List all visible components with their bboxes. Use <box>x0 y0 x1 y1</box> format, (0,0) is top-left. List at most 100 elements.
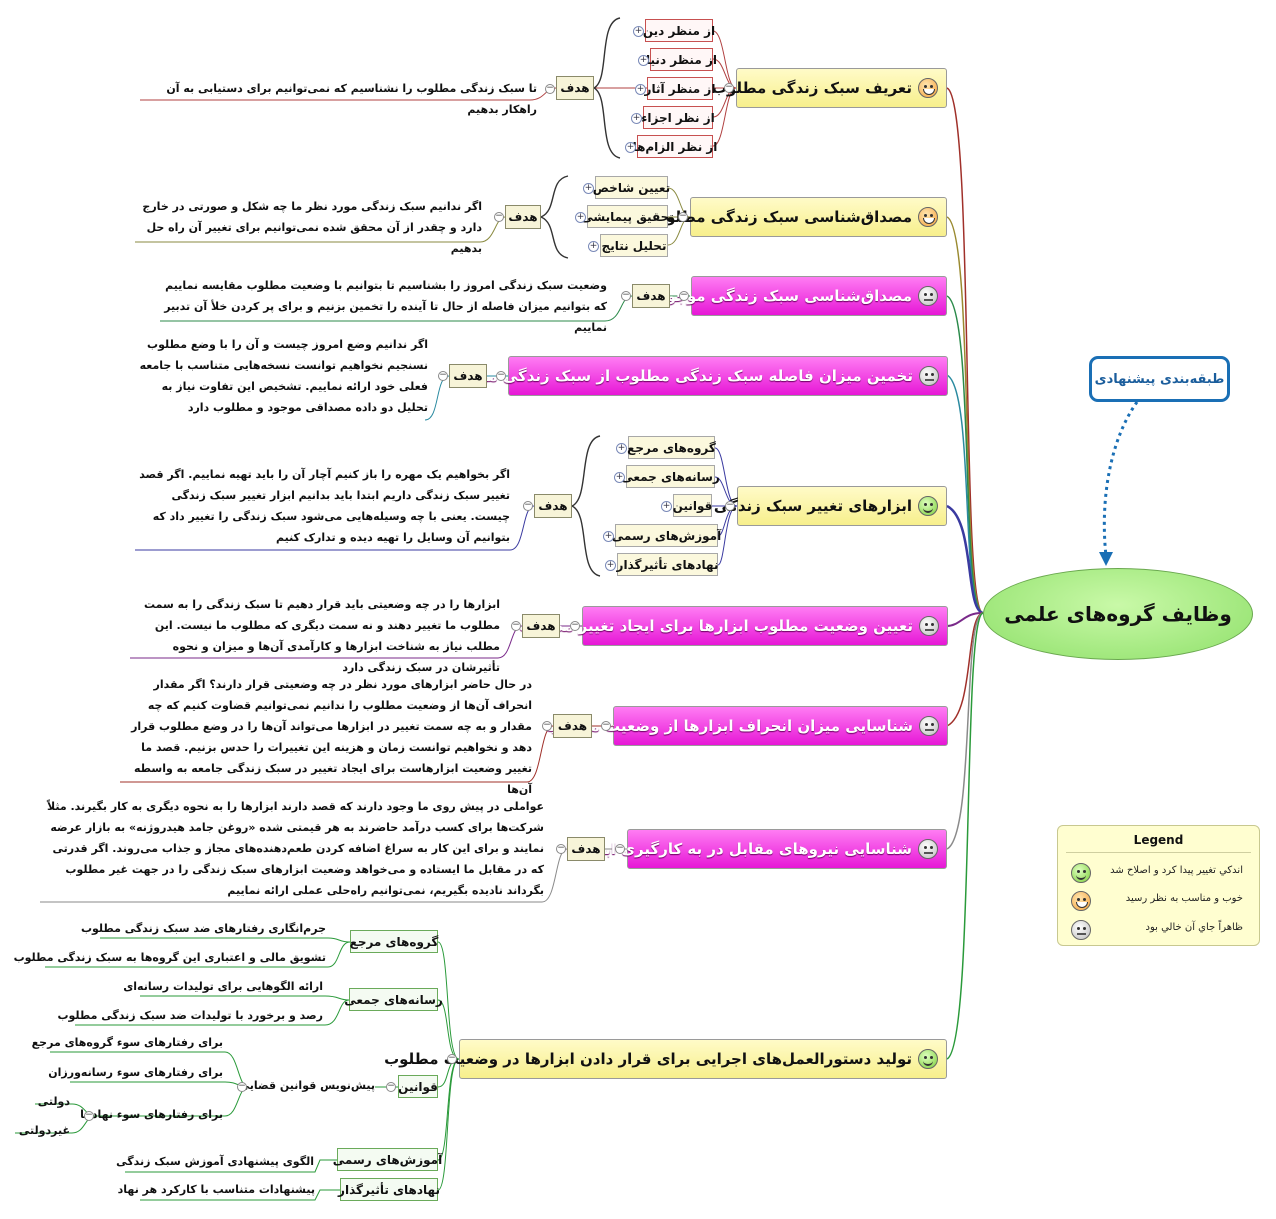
sub-node[interactable]: نهادهای تأثیرگذار <box>617 553 718 576</box>
sub-node[interactable]: آموزش‌های رسمی <box>612 524 721 547</box>
expand-plus-icon[interactable]: + <box>603 531 614 542</box>
collapse-toggle[interactable]: − <box>678 211 688 222</box>
collapse-toggle[interactable]: − <box>523 500 533 511</box>
neutral-smiley-icon <box>919 716 939 736</box>
goal-node[interactable]: هدف <box>556 76 594 100</box>
collapse-toggle[interactable]: − <box>84 1110 94 1121</box>
expand-plus-icon[interactable]: + <box>635 84 646 95</box>
collapse-toggle[interactable]: − <box>556 843 566 854</box>
collapse-toggle[interactable]: − <box>621 290 631 301</box>
sub-node-label: گروه‌های مرجع <box>627 440 716 455</box>
goal-description: عواملی در پیش روی ما وجود دارند که قصد د… <box>46 800 544 897</box>
branch-title: تعریف سبک زندگی مطلوب <box>711 79 912 97</box>
laugh-smiley-icon <box>918 78 938 98</box>
legend-item: اندکي تغيير پيدا کرد و اصلاح شد <box>1058 862 1261 884</box>
suggested-classification-box[interactable]: طبقه‌بندی پیشنهادی <box>1089 356 1230 402</box>
branch-title: تعیین وضعیت مطلوب ابزارها برای ایجاد تغی… <box>518 617 913 635</box>
branch-identify-current-lifestyle-instances[interactable]: مصداق‌شناسی سبک زندگی موجود <box>659 276 947 316</box>
neutral-smiley-icon <box>1071 920 1091 940</box>
guideline-item: پیشنهادات متناسب با کارکرد هر نهاد <box>117 1183 315 1196</box>
sub-node[interactable]: قوانین <box>673 494 712 517</box>
collapse-toggle[interactable]: − <box>511 620 521 631</box>
edge-b2 <box>946 216 984 614</box>
branch-executive-guidelines[interactable]: تولید دستورالعمل‌های اجرایی برای قرار دا… <box>384 1039 947 1079</box>
happy-smiley-icon <box>1071 863 1091 883</box>
branch-desired-tool-status[interactable]: تعیین وضعیت مطلوب ابزارها برای ایجاد تغی… <box>519 606 948 646</box>
collapse-toggle[interactable]: − <box>615 843 625 854</box>
sub-node[interactable]: از منظر دین <box>643 19 715 42</box>
sub-node-label: تحقیق پیمایشی <box>581 209 674 224</box>
collapse-toggle[interactable]: − <box>496 370 506 381</box>
goal-node[interactable]: هدف <box>449 364 487 388</box>
sub-node[interactable]: تحلیل نتایج <box>600 234 668 257</box>
sub-node[interactable]: از منظر آثار <box>645 77 715 100</box>
branch-tool-deviation[interactable]: شناسایی میزان انحراف ابزارها از وضعیت مط… <box>545 706 948 746</box>
expand-plus-icon[interactable]: + <box>588 241 599 252</box>
legend-panel: Legend اندکي تغيير پيدا کرد و اصلاح شد خ… <box>1057 825 1260 946</box>
legend-title: Legend <box>1133 833 1184 847</box>
branch-estimate-lifestyle-gap[interactable]: تخمین میزان فاصله سبک زندگی مطلوب از سبک… <box>451 356 948 396</box>
collapse-toggle[interactable]: − <box>679 290 689 301</box>
expand-plus-icon[interactable]: + <box>661 501 672 512</box>
sub-node-label: نهادهای تأثیرگذار <box>616 557 719 572</box>
suggestion-arrow <box>1102 401 1139 557</box>
goal-label: هدف <box>526 619 556 633</box>
sub-node-label: قوانین <box>672 498 713 513</box>
collapse-toggle[interactable]: − <box>447 1053 457 1064</box>
expand-plus-icon[interactable]: + <box>614 472 625 483</box>
branch-opposing-forces[interactable]: شناسایی نیروهای مقابل در به کارگیری ابزا… <box>566 829 947 869</box>
collapse-toggle[interactable]: − <box>438 370 448 381</box>
central-topic[interactable]: وظایف گروه‌های علمی <box>983 568 1253 660</box>
expand-plus-icon[interactable]: + <box>625 142 636 153</box>
goal-node[interactable]: هدف <box>522 614 560 638</box>
group-label: آموزش‌های رسمی <box>332 1152 443 1167</box>
branch-define-desired-lifestyle[interactable]: تعریف سبک زندگی مطلوب <box>712 68 947 108</box>
collapse-toggle[interactable]: − <box>725 500 735 511</box>
edge-b5 <box>946 504 984 615</box>
institution-type-item: دولتی <box>37 1095 70 1108</box>
goal-node[interactable]: هدف <box>632 284 670 308</box>
legend-item: ظاهراً جاي آن خالي بود <box>1058 919 1261 941</box>
collapse-toggle[interactable]: − <box>601 720 611 731</box>
goal-label: هدف <box>636 289 666 303</box>
expand-plus-icon[interactable]: + <box>638 55 649 66</box>
collapse-toggle[interactable]: − <box>724 82 734 93</box>
expand-plus-icon[interactable]: + <box>633 26 644 37</box>
collapse-toggle[interactable]: − <box>494 211 504 222</box>
branch-identify-desired-lifestyle-instances[interactable]: مصداق‌شناسی سبک زندگی مطلوب <box>651 197 947 237</box>
group-label: قوانین <box>398 1079 438 1094</box>
guideline-group-formal-education[interactable]: آموزش‌های رسمی <box>333 1148 442 1171</box>
sub-node[interactable]: از نظر اجزاء <box>641 106 715 129</box>
expand-plus-icon[interactable]: + <box>631 113 642 124</box>
sub-node[interactable]: از نظر الزام‌ها <box>633 135 717 158</box>
expand-plus-icon[interactable]: + <box>616 443 627 454</box>
sub-node[interactable]: از منظر دنیا <box>646 48 717 71</box>
collapse-toggle[interactable]: − <box>542 720 552 731</box>
sub-node[interactable]: تحقیق پیمایشی <box>581 205 674 228</box>
goal-node[interactable]: هدف <box>534 494 572 518</box>
expand-plus-icon[interactable]: + <box>605 560 616 571</box>
sub-node[interactable]: تعیین شاخص <box>593 176 670 199</box>
goal-node[interactable]: هدف <box>505 205 541 229</box>
branch-lifestyle-change-tools[interactable]: ابزارهای تغییر سبک زندگی <box>714 486 947 526</box>
sub-node[interactable]: گروه‌های مرجع <box>627 436 716 459</box>
guideline-group-influential-institutions[interactable]: نهادهای تأثیرگذار <box>338 1178 440 1201</box>
guideline-group-mass-media[interactable]: رسانه‌های جمعی <box>344 988 443 1011</box>
collapse-toggle[interactable]: − <box>237 1081 247 1092</box>
collapse-toggle[interactable]: − <box>545 83 555 94</box>
guideline-group-laws[interactable]: قوانین <box>398 1075 438 1098</box>
branch-title: تخمین میزان فاصله سبک زندگی مطلوب از سبک… <box>451 367 913 385</box>
guideline-subgroup-judicial-drafts[interactable]: پیش‌نویس قوانین قضایی <box>238 1079 375 1092</box>
legend-item: خوب و مناسب به نظر رسيد <box>1058 890 1261 912</box>
expand-plus-icon[interactable]: + <box>583 183 594 194</box>
expand-plus-icon[interactable]: + <box>575 212 586 223</box>
sub-node[interactable]: رسانه‌های جمعی <box>621 465 720 488</box>
collapse-toggle[interactable]: − <box>570 620 580 631</box>
group-label: گروه‌های مرجع <box>349 934 439 949</box>
guideline-group-reference-groups[interactable]: گروه‌های مرجع <box>350 930 438 953</box>
goal-node[interactable]: هدف <box>553 714 592 738</box>
collapse-toggle[interactable]: − <box>386 1081 396 1092</box>
goal-node[interactable]: هدف <box>567 837 605 861</box>
institution-type-item: غیردولتی <box>18 1124 70 1137</box>
